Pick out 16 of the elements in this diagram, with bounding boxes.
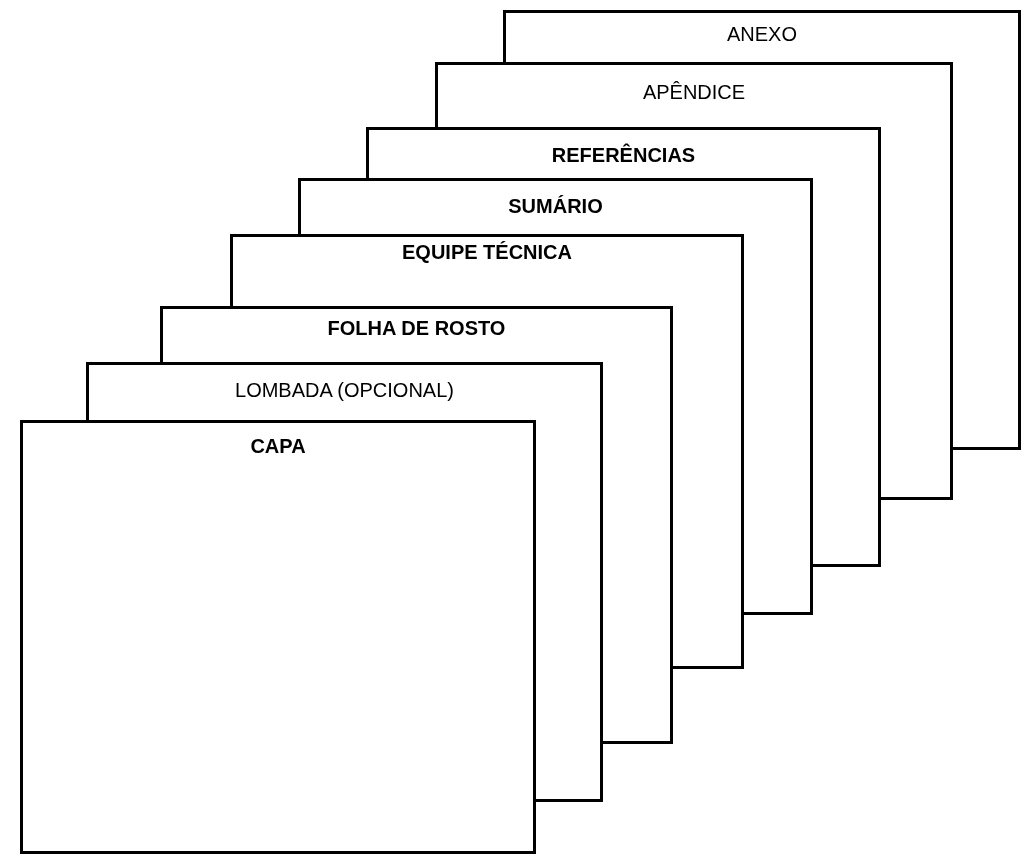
page-title: SUMÁRIO	[508, 195, 603, 217]
page-title: LOMBADA (OPCIONAL)	[235, 379, 454, 401]
page-sheet	[435, 62, 953, 130]
page-sheet	[503, 10, 1021, 65]
page-sheet	[230, 234, 744, 309]
page-sheet	[366, 127, 881, 181]
page-sheet	[298, 178, 813, 237]
page-title: FOLHA DE ROSTO	[327, 317, 506, 339]
page-sheet	[20, 420, 536, 854]
page-title: CAPA	[250, 435, 306, 457]
page-title: ANEXO	[727, 23, 797, 45]
page-sheet	[160, 306, 673, 365]
page-title: REFERÊNCIAS	[551, 144, 696, 166]
page-title: APÊNDICE	[642, 81, 746, 103]
page-title: EQUIPE TÉCNICA	[402, 241, 572, 263]
page-sheet	[86, 362, 603, 423]
